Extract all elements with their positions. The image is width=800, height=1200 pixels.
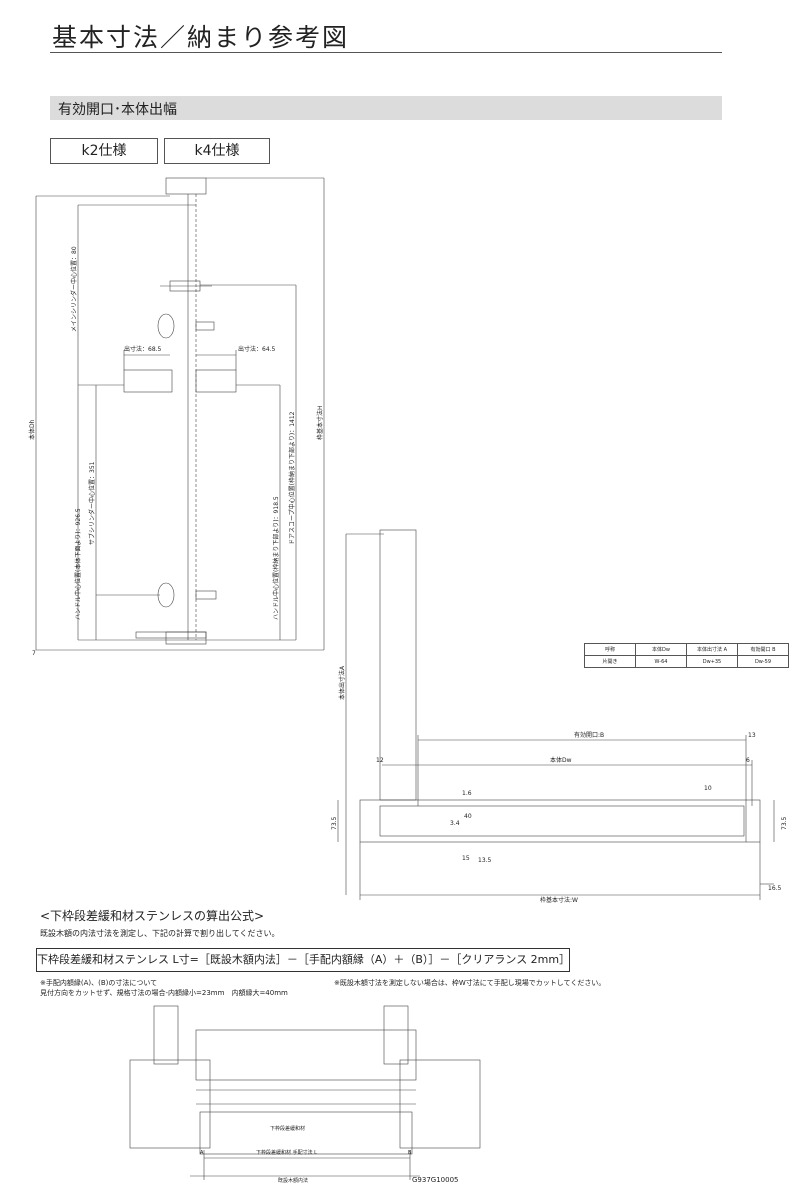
drawing-code: G937G10005 <box>412 1176 459 1184</box>
spec-table: 呼称 本体Dw 本体出寸法 A 有効開口 B 片開き W-64 Dw+35 Dw… <box>584 643 789 668</box>
spec-table-row: 片開き W-64 Dw+35 Dw-59 <box>584 655 789 668</box>
svg-text:12: 12 <box>376 757 384 764</box>
formula-note-right: ※既設木額寸法を測定しない場合は、枠W寸法にて手配し現場でカットしてください。 <box>334 979 606 987</box>
handle-left-dim: 出寸法：68.5 <box>124 345 162 353</box>
svg-text:10: 10 <box>704 785 712 792</box>
svg-text:73.5: 73.5 <box>331 816 338 830</box>
door-section <box>195 1029 417 1081</box>
svg-text:1.6: 1.6 <box>462 790 472 797</box>
formula-heading: <下枠段差緩和材ステンレスの算出公式> <box>40 909 265 923</box>
frame-h-label: 枠基本寸法H <box>316 405 324 440</box>
svg-text:73.5: 73.5 <box>781 816 788 830</box>
sub-cylinder <box>157 582 175 608</box>
handle-body-label: ハンドル中心位置(本体下面より)：926.5 <box>74 508 82 620</box>
label-b: B <box>408 1150 412 1156</box>
handle-right-dim: 出寸法：64.5 <box>238 345 276 353</box>
main-cylinder <box>157 313 175 339</box>
spec-table-header: 呼称 本体Dw 本体出寸法 A 有効開口 B <box>584 643 789 656</box>
plan-frame <box>359 799 761 843</box>
body-dh-label: 本体Dh <box>28 419 36 440</box>
sub-cylinder-label: サブシリンダー中心位置：351 <box>88 461 96 545</box>
svg-text:16.5: 16.5 <box>768 885 782 892</box>
formula-description: 既設木額の内法寸法を測定し、下記の計算で割り出してください。 <box>40 929 280 938</box>
handle-left <box>123 369 173 393</box>
dim-7: 7 <box>32 650 36 657</box>
body-projection-label: 本体出寸法A <box>338 665 346 700</box>
door-scope-label: ドアスコープ中心位置(枠納まり下部より)：1412 <box>288 411 296 545</box>
tab-k4-spec[interactable]: k4仕様 <box>164 138 270 164</box>
svg-text:3.4: 3.4 <box>450 820 460 827</box>
svg-text:6: 6 <box>746 757 750 764</box>
main-cylinder-label: メインシリンダー中心位置：80 <box>70 246 78 332</box>
formula-expression: 下枠段差緩和材ステンレス L寸=［既設木額内法］－［手配内額縁（A）＋（B）］－… <box>36 948 570 972</box>
plan-door-panel <box>379 529 417 801</box>
elevation-top-frame <box>165 177 207 195</box>
existing-inner-label: 既設木額内法 <box>278 1177 308 1184</box>
section-header: 有効開口･本体出幅 <box>50 96 722 120</box>
formula-note-left: ※手配内額縁(A)、(B)の寸法について 見付方向をカットせず、規格寸法の場合-… <box>40 979 288 997</box>
handle-right <box>195 369 237 393</box>
handle-frame-label: ハンドル中心位置(枠納まり下部より)：918.5 <box>272 496 280 620</box>
effective-opening-label: 有効開口:B <box>574 731 604 739</box>
sill-l-label: 下枠段差緩和材 手配寸法 L <box>256 1149 317 1156</box>
body-dw-label: 本体Dw <box>550 756 572 764</box>
title-divider <box>50 52 722 53</box>
page-title: 基本寸法／納まり参考図 <box>52 23 350 52</box>
svg-text:13: 13 <box>748 732 756 739</box>
section-header-label: 有効開口･本体出幅 <box>58 102 177 118</box>
svg-text:15: 15 <box>462 855 470 862</box>
tab-k2-spec[interactable]: k2仕様 <box>50 138 158 164</box>
frame-w-label: 枠基本寸法:W <box>540 896 578 904</box>
svg-text:40: 40 <box>464 813 472 820</box>
label-a: A <box>200 1150 204 1156</box>
sill-label: 下枠段差緩和材 <box>270 1125 305 1132</box>
svg-text:13.5: 13.5 <box>478 857 492 864</box>
